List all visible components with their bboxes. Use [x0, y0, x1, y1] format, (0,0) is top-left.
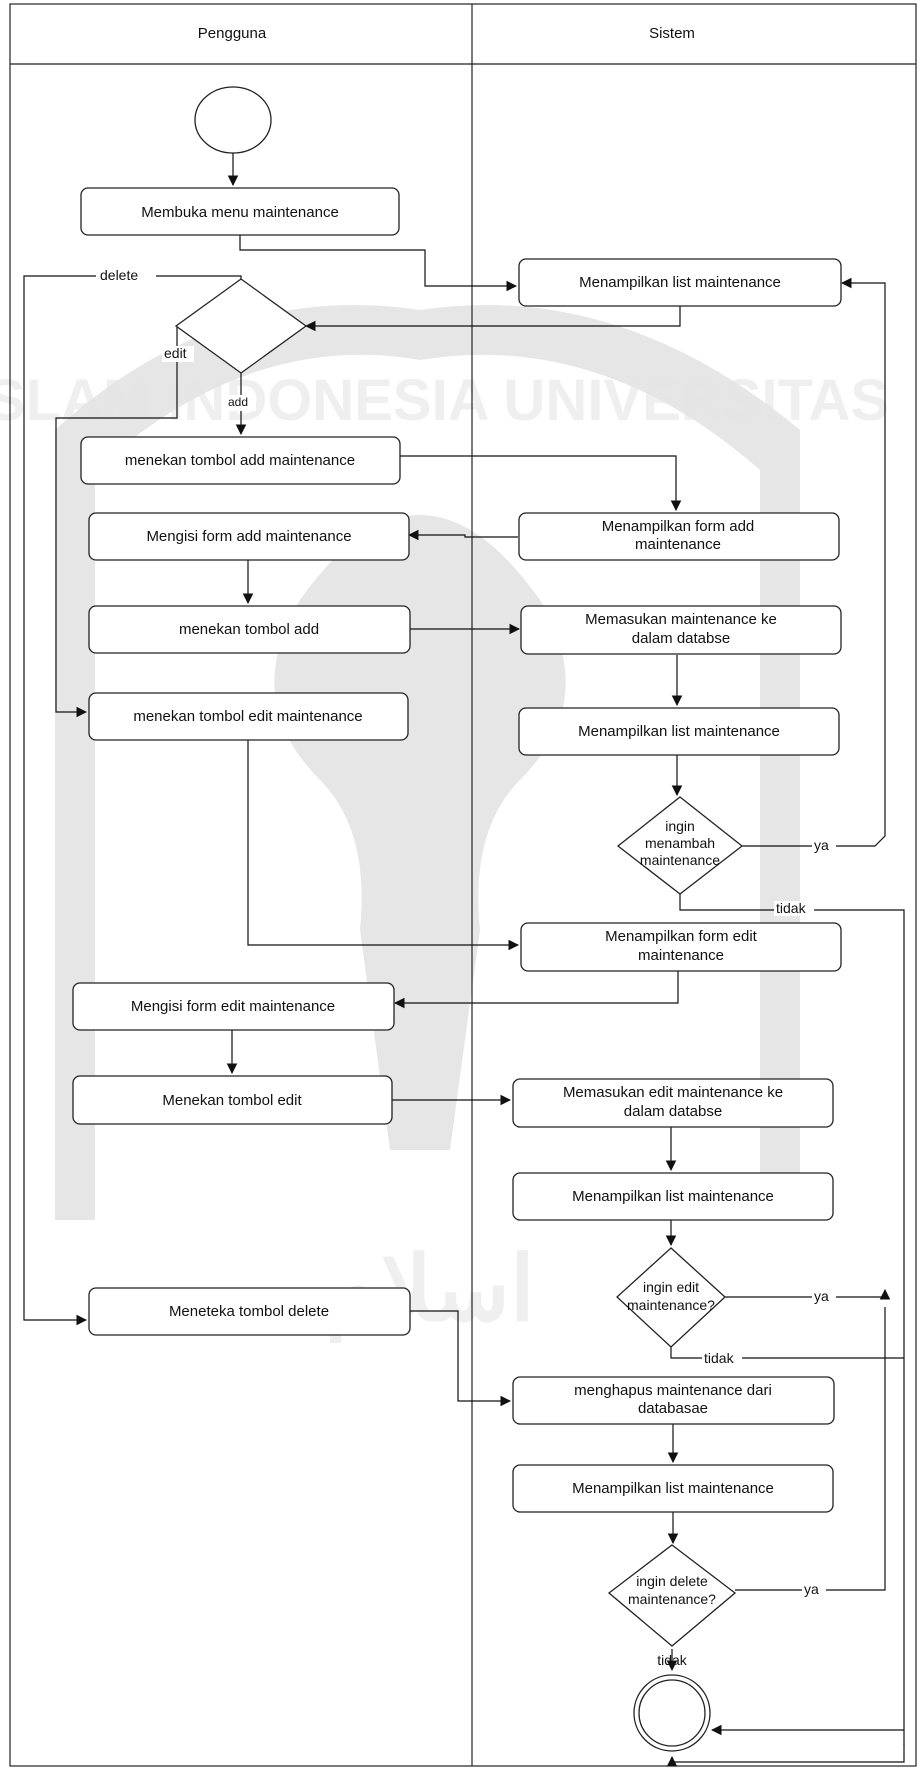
- edge-to-end-bottom: [666, 1744, 905, 1767]
- svg-text:Menampilkan list maintenance: Menampilkan list maintenance: [579, 274, 781, 291]
- svg-text:Menekan tombol edit: Menekan tombol edit: [162, 1092, 302, 1109]
- label-tidak-2: tidak: [704, 1350, 735, 1366]
- svg-text:maintenance?: maintenance?: [627, 1297, 715, 1313]
- svg-text:menekan tombol add: menekan tombol add: [179, 621, 319, 638]
- lane-header-sistem: Sistem: [649, 25, 695, 42]
- start-node: [194, 86, 272, 154]
- action-tombol-add-maintenance: menekan tombol add maintenance: [80, 436, 401, 485]
- action-tombol-delete: Meneteka tombol delete: [88, 1287, 411, 1336]
- action-tombol-add: menekan tombol add: [88, 605, 411, 654]
- svg-text:menekan tombol add maintenance: menekan tombol add maintenance: [125, 452, 355, 469]
- label-ya-3: ya: [804, 1581, 819, 1597]
- svg-text:maintenance: maintenance: [638, 947, 724, 964]
- svg-text:Meneteka tombol delete: Meneteka tombol delete: [169, 1303, 329, 1320]
- svg-text:Menampilkan list maintenance: Menampilkan list maintenance: [572, 1480, 774, 1497]
- sistem-nodes: Menampilkan list maintenance Menampilkan…: [512, 258, 842, 1647]
- label-tidak-3: tidak: [657, 1652, 688, 1668]
- label-edit: edit: [164, 345, 187, 361]
- swimlanes: Pengguna Sistem: [9, 3, 917, 1767]
- svg-text:databasae: databasae: [638, 1400, 708, 1417]
- svg-text:ingin: ingin: [665, 818, 695, 834]
- svg-text:Membuka menu maintenance: Membuka menu maintenance: [141, 204, 339, 221]
- svg-text:maintenance: maintenance: [635, 536, 721, 553]
- action-tampil-list-3: Menampilkan list maintenance: [512, 1172, 834, 1221]
- svg-text:menambah: menambah: [645, 835, 715, 851]
- svg-text:Mengisi form add maintenance: Mengisi form add maintenance: [146, 528, 351, 545]
- action-tampil-form-add: Menampilkan form add maintenance: [518, 512, 840, 561]
- label-delete: delete: [100, 267, 138, 283]
- action-isi-form-add: Mengisi form add maintenance: [88, 512, 410, 561]
- decision-ingin-edit: ingin edit maintenance?: [616, 1247, 726, 1348]
- edge-d4-ya: [735, 1307, 886, 1591]
- svg-text:Menampilkan list maintenance: Menampilkan list maintenance: [578, 723, 780, 740]
- label-add: add: [228, 395, 248, 409]
- action-tampil-list-2: Menampilkan list maintenance: [518, 707, 840, 756]
- svg-text:maintenance?: maintenance?: [628, 1591, 716, 1607]
- decision-menu-choice: [174, 278, 308, 374]
- edge-labels: delete edit add ya tidak ya tidak ya tid…: [96, 267, 836, 1668]
- pengguna-nodes: Membuka menu maintenance menekan tombol …: [72, 187, 411, 1336]
- action-tombol-edit: Menekan tombol edit: [72, 1075, 393, 1125]
- label-tidak-1: tidak: [776, 900, 807, 916]
- lane-header-pengguna: Pengguna: [198, 25, 267, 42]
- action-tombol-edit-maintenance: menekan tombol edit maintenance: [88, 692, 409, 741]
- svg-text:Menampilkan form edit: Menampilkan form edit: [605, 928, 758, 945]
- action-tampil-list-1: Menampilkan list maintenance: [518, 258, 842, 307]
- action-isi-form-edit: Mengisi form edit maintenance: [72, 982, 395, 1031]
- svg-text:Memasukan maintenance ke: Memasukan maintenance ke: [585, 611, 777, 628]
- svg-text:menekan tombol edit maintenanc: menekan tombol edit maintenance: [133, 708, 362, 725]
- edge-d2-ya: [742, 277, 886, 847]
- end-node: [633, 1674, 711, 1752]
- svg-text:Memasukan edit maintenance ke: Memasukan edit maintenance ke: [563, 1084, 783, 1101]
- label-ya-1: ya: [814, 837, 829, 853]
- edge-d1-edit: [55, 327, 178, 718]
- edge-d1-delete: [23, 275, 242, 1326]
- svg-text:ingin edit: ingin edit: [643, 1279, 699, 1295]
- edge-s5-n6: [393, 971, 679, 1009]
- action-membuka-menu: Membuka menu maintenance: [80, 187, 400, 236]
- svg-text:dalam databse: dalam databse: [624, 1103, 722, 1120]
- action-hapus-maintenance: menghapus maintenance dari databasae: [512, 1376, 835, 1425]
- action-masukan-edit: Memasukan edit maintenance ke dalam data…: [512, 1078, 834, 1128]
- decision-ingin-delete: ingin delete maintenance?: [607, 1544, 737, 1647]
- svg-text:Menampilkan list maintenance: Menampilkan list maintenance: [572, 1188, 774, 1205]
- action-tampil-form-edit: Menampilkan form edit maintenance: [520, 922, 842, 972]
- edge-n2-s2: [400, 455, 682, 512]
- edge-s1-d1: [304, 306, 681, 332]
- svg-text:Mengisi form edit maintenance: Mengisi form edit maintenance: [131, 998, 335, 1015]
- edge-n5-s5: [247, 740, 520, 951]
- action-masukan-maintenance: Memasukan maintenance ke dalam databse: [520, 605, 842, 655]
- edge-n1-s1: [239, 235, 518, 292]
- decision-ingin-menambah: ingin menambah maintenance: [616, 796, 744, 895]
- edge-d3-tidak: [670, 1347, 904, 1359]
- edge-n8-s8: [410, 1310, 512, 1407]
- watermark-text: ISLAM INDONESIA UNIVERSITAS: [0, 368, 889, 433]
- svg-text:ingin delete: ingin delete: [636, 1573, 708, 1589]
- svg-text:menghapus maintenance dari: menghapus maintenance dari: [574, 1382, 772, 1399]
- edge-s2-n3: [407, 529, 518, 541]
- svg-text:dalam databse: dalam databse: [632, 630, 730, 647]
- label-ya-2: ya: [814, 1288, 829, 1304]
- svg-text:Menampilkan form add: Menampilkan form add: [602, 518, 755, 535]
- svg-text:maintenance: maintenance: [640, 852, 720, 868]
- action-tampil-list-4: Menampilkan list maintenance: [512, 1464, 834, 1513]
- edge-d3-ya: [725, 1290, 886, 1298]
